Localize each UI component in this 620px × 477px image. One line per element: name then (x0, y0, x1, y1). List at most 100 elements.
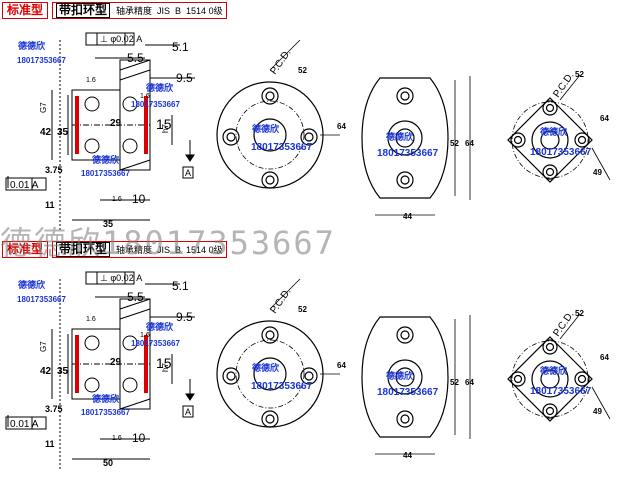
header-bar: 标准型 带扣环型 轴承精度 JIS B 1514 0级 (2, 2, 227, 19)
header-box: 带扣环型 轴承精度 JIS B 1514 0级 (52, 2, 227, 19)
dim-11: 11 (45, 439, 55, 449)
flatness-frame-text: ⊥ φ0.02 A (100, 34, 142, 44)
dim-sq-64: 64 (600, 114, 609, 123)
tolerance-h7: h7 (161, 363, 170, 372)
product-title: 带扣环型 (56, 3, 111, 18)
dim-pcd-52-b: 52 (575, 70, 584, 79)
side-section-view (5, 32, 195, 230)
wm-name-2: 德德欣 (146, 82, 174, 93)
drawing-panel-1: 标准型 带扣环型 轴承精度 JIS B 1514 0级 (0, 0, 620, 238)
standard-type-tag: 标准型 (2, 241, 49, 258)
wm-phone-6: 18017353667 (530, 147, 592, 158)
dim-sq-64: 64 (600, 353, 609, 362)
flat-flange-view (361, 76, 471, 216)
wm-name-4: 德德欣 (252, 123, 280, 134)
standard-type-tag: 标准型 (2, 2, 49, 19)
dim-9-5: 9.5 (176, 310, 193, 324)
product-title: 带扣环型 (56, 242, 111, 257)
dim-29: 29 (110, 357, 122, 368)
tolerance-g7: G7 (39, 341, 48, 352)
dim-width-44: 44 (403, 212, 412, 221)
wm-name-1: 德德欣 (18, 279, 46, 290)
wm-name-4: 德德欣 (252, 362, 280, 373)
tolerance-g7: G7 (39, 102, 48, 113)
dim-10: 10 (132, 192, 146, 206)
wm-phone-1: 18017353667 (17, 295, 66, 304)
wm-phone-2: 18017353667 (131, 339, 180, 348)
header-bar: 标准型 带扣环型 轴承精度 JIS B 1514 0级 (2, 241, 227, 258)
dim-5-5: 5.5 (127, 290, 144, 304)
dim-29: 29 (110, 118, 122, 129)
dim-pcd-52-b: 52 (575, 309, 584, 318)
flatness-frame-text: ⊥ φ0.02 A (100, 273, 142, 283)
dim-flat-52: 52 (450, 378, 459, 387)
technical-drawing: ⊥ φ0.02 A 5.1 5.5 9.5 1.6 1.6 1.6 G7 h7 … (5, 271, 611, 469)
dim-15: 15 (156, 116, 172, 132)
dim-flat-52: 52 (450, 139, 459, 148)
dim-od-64-a: 64 (337, 122, 346, 131)
wm-name-5: 德德欣 (386, 131, 414, 142)
datum-a-label: A (185, 407, 191, 417)
wm-phone-5: 18017353667 (377, 148, 439, 159)
technical-drawing: ⊥ φ0.02 A 5.1 5.5 9.5 1.6 1.6 1.6 G7 h7 … (5, 32, 611, 230)
dim-35: 35 (57, 127, 69, 138)
drawing-panel-2: 标准型 带扣环型 轴承精度 JIS B 1514 0级 (0, 239, 620, 477)
dim-flat-64: 64 (465, 378, 474, 387)
side-view-labels: ⊥ φ0.02 A 5.1 5.5 9.5 1.6 1.6 1.6 G7 h7 … (10, 34, 193, 229)
side-section-view (5, 271, 195, 469)
wm-phone-3: 18017353667 (81, 169, 130, 178)
datum-a-label: A (185, 168, 191, 178)
wm-phone-5: 18017353667 (377, 387, 439, 398)
roughness-1-6-c: 1.6 (112, 435, 122, 442)
dim-5-1: 5.1 (172, 40, 189, 54)
wm-phone-3: 18017353667 (81, 408, 130, 417)
runout-frame-text: 0.01 A (10, 419, 39, 430)
dim-42: 42 (40, 366, 52, 377)
dim-10: 10 (132, 431, 146, 445)
round-flange-view (216, 39, 340, 189)
dim-pcd-52-a: 52 (298, 66, 307, 75)
header-box: 带扣环型 轴承精度 JIS B 1514 0级 (52, 241, 227, 258)
pcd-label-1: P.C.D. (268, 47, 293, 76)
dim-35: 35 (57, 366, 69, 377)
dim-sq-49: 49 (593, 407, 602, 416)
dim-overall-width: 50 (103, 458, 113, 468)
dim-42: 42 (40, 127, 52, 138)
wm-phone-2: 18017353667 (131, 100, 180, 109)
square-flange-view (507, 74, 611, 183)
wm-phone-6: 18017353667 (530, 386, 592, 397)
wm-phone-4: 18017353667 (251, 381, 313, 392)
dim-3-75: 3.75 (45, 165, 63, 175)
dim-pcd-52-a: 52 (298, 305, 307, 314)
wm-name-5: 德德欣 (386, 370, 414, 381)
roughness-1-6-b: 1.6 (140, 332, 150, 339)
roughness-1-6-b: 1.6 (140, 93, 150, 100)
round-flange-view (216, 278, 340, 428)
overlay-watermark: 德德欣18017353667 (0, 224, 336, 262)
wm-phone-4: 18017353667 (251, 142, 313, 153)
flat-flange-view (361, 315, 471, 455)
watermarks: 德德欣 18017353667 德德欣 18017353667 德德欣 1801… (17, 40, 592, 178)
pcd-label-1: P.C.D. (268, 286, 293, 315)
dim-overall-width: 35 (103, 219, 113, 229)
wm-name-3: 德德欣 (92, 393, 120, 404)
bearing-spec: 轴承精度 JIS B 1514 0级 (116, 6, 223, 16)
dim-od-64-a: 64 (337, 361, 346, 370)
roughness-1-6-c: 1.6 (112, 196, 122, 203)
dim-flat-64: 64 (465, 139, 474, 148)
roughness-1-6-a: 1.6 (86, 316, 96, 323)
wm-name-3: 德德欣 (92, 154, 120, 165)
side-view-labels: ⊥ φ0.02 A 5.1 5.5 9.5 1.6 1.6 1.6 G7 h7 … (10, 273, 193, 468)
dim-width-44: 44 (403, 451, 412, 460)
wm-name-1: 德德欣 (18, 40, 46, 51)
dim-15: 15 (156, 355, 172, 371)
wm-name-6: 德德欣 (540, 126, 568, 137)
runout-frame-text: 0.01 A (10, 180, 39, 191)
dim-5-1: 5.1 (172, 279, 189, 293)
tolerance-h7: h7 (161, 124, 170, 133)
wm-phone-1: 18017353667 (17, 56, 66, 65)
square-flange-view (507, 313, 611, 422)
dim-3-75: 3.75 (45, 404, 63, 414)
bearing-spec: 轴承精度 JIS B 1514 0级 (116, 245, 223, 255)
dim-11: 11 (45, 200, 55, 210)
